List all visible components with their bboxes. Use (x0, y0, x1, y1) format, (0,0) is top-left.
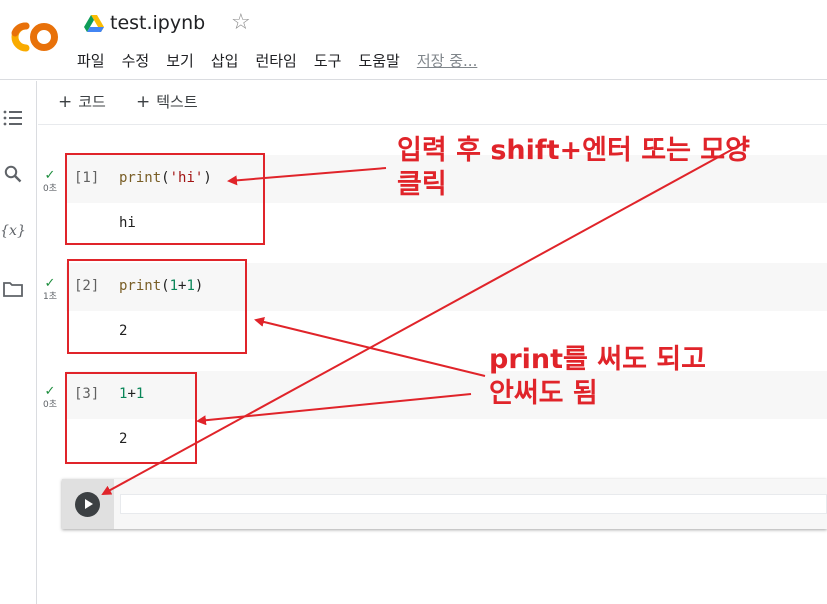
check-icon: ✓ (44, 276, 56, 291)
exec-time: 1초 (42, 292, 57, 302)
arrow-to-cell-2 (254, 317, 486, 377)
google-drive-icon (84, 15, 104, 32)
run-gutter (62, 479, 114, 529)
annotation-print-hint: print를 써도 되고 안써도 됨 (489, 343, 706, 411)
files-icon[interactable] (2, 278, 24, 300)
cell-toolbar: + 코드 + 텍스트 (38, 81, 827, 125)
add-code-label: 코드 (78, 93, 106, 111)
cell-status: ✓ 0초 (38, 169, 62, 195)
add-text-label: 텍스트 (156, 93, 198, 111)
annotation-run-hint: 입력 후 shift+엔터 또는 모양 클릭 (397, 134, 750, 202)
menu-view[interactable]: 보기 (166, 52, 194, 70)
add-code-button[interactable]: + 코드 (58, 91, 106, 112)
annotation-run-hint-line2: 클릭 (397, 169, 447, 200)
header-bar: test.ipynb ☆ 파일 수정 보기 삽입 런타임 도구 도움말 저장 중… (0, 0, 827, 80)
menu-bar: 파일 수정 보기 삽입 런타임 도구 도움말 저장 중... (77, 50, 494, 71)
add-text-button[interactable]: + 텍스트 (136, 91, 198, 112)
check-icon: ✓ (44, 384, 56, 399)
toc-icon[interactable] (2, 107, 24, 129)
save-status[interactable]: 저장 중... (416, 52, 478, 70)
exec-count: [1] (74, 170, 100, 186)
menu-insert[interactable]: 삽입 (210, 52, 239, 70)
exec-count: [2] (74, 278, 100, 294)
annotation-run-hint-line1: 입력 후 shift+엔터 또는 모양 (397, 135, 750, 166)
annotation-print-hint-line2: 안써도 됨 (489, 378, 598, 409)
cell-status: ✓ 1초 (38, 277, 62, 303)
menu-edit[interactable]: 수정 (121, 52, 150, 70)
search-icon[interactable] (2, 163, 24, 185)
run-cell-button[interactable] (75, 492, 100, 517)
code-input[interactable] (120, 494, 827, 514)
check-icon: ✓ (44, 168, 56, 183)
exec-time: 0초 (42, 184, 57, 194)
colab-logo-icon[interactable] (6, 18, 60, 56)
plus-icon: + (136, 92, 151, 112)
exec-time: 0초 (42, 400, 57, 410)
highlight-box-cell-1 (65, 153, 265, 245)
menu-tools[interactable]: 도구 (313, 52, 342, 70)
left-sidebar: {x} (0, 81, 37, 604)
highlight-box-cell-2 (67, 259, 247, 354)
menu-file[interactable]: 파일 (77, 52, 105, 70)
menu-runtime[interactable]: 런타임 (255, 52, 297, 70)
variables-icon[interactable]: {x} (0, 223, 26, 239)
star-icon[interactable]: ☆ (231, 10, 251, 35)
cell-status: ✓ 0초 (38, 385, 62, 411)
annotation-print-hint-line1: print를 써도 되고 (489, 344, 707, 375)
menu-help[interactable]: 도움말 (358, 52, 400, 70)
new-code-cell[interactable] (62, 479, 827, 529)
highlight-box-cell-3 (65, 372, 197, 464)
plus-icon: + (58, 92, 73, 112)
notebook-title[interactable]: test.ipynb (110, 12, 206, 34)
exec-count: [3] (74, 386, 100, 402)
